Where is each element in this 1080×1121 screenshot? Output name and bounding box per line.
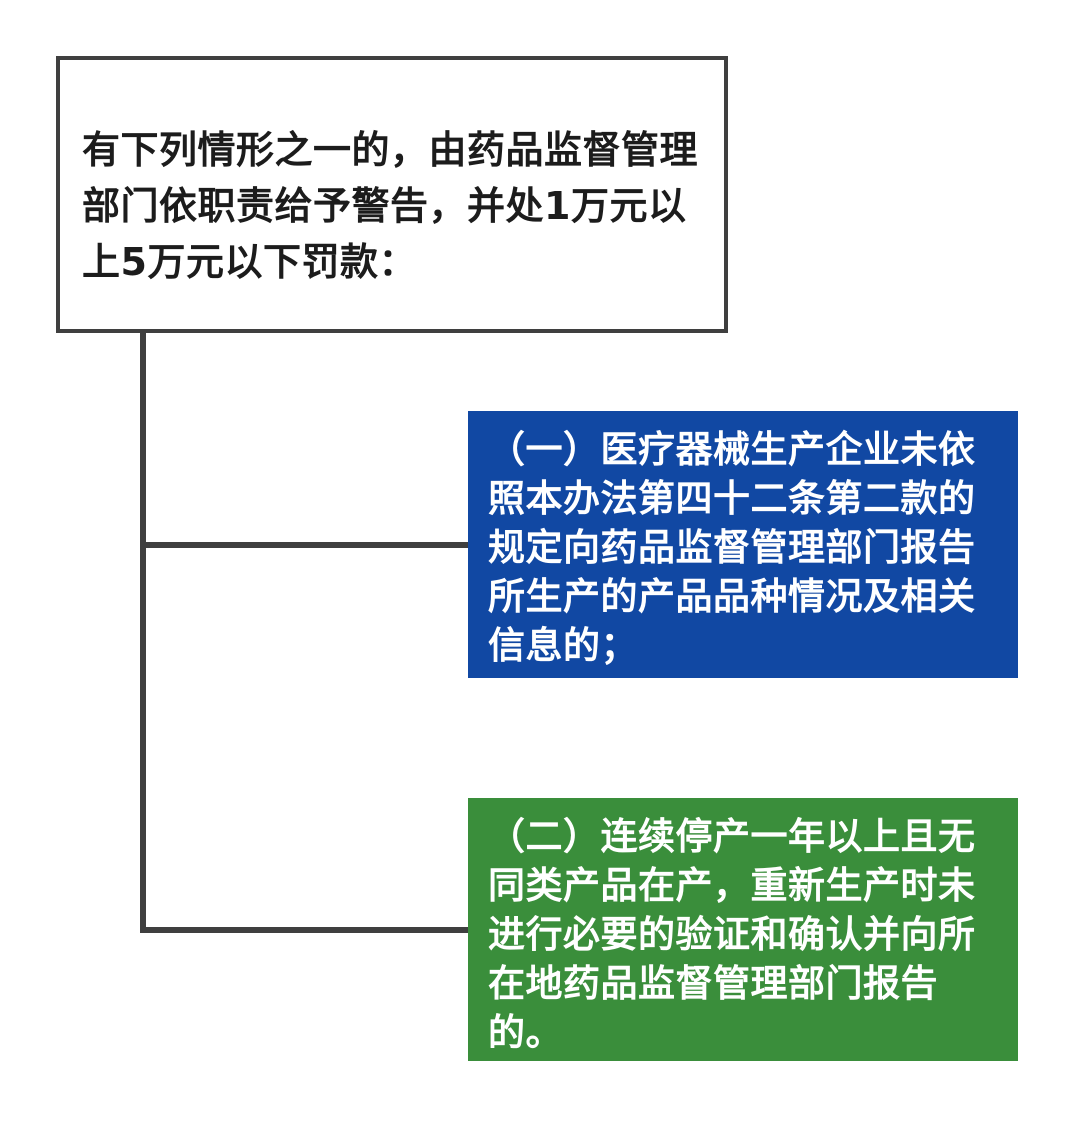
tree-trunk-connector xyxy=(140,329,146,933)
branch-connector-2 xyxy=(140,927,468,933)
branch-connector-1 xyxy=(140,542,468,548)
condition-item-2-box: （二）连续停产一年以上且无同类产品在产，重新生产时未进行必要的验证和确认并向所在… xyxy=(468,798,1018,1061)
root-condition-text: 有下列情形之一的，由药品监督管理部门依职责给予警告，并处1万元以上5万元以下罚款… xyxy=(82,128,699,284)
root-condition-box: 有下列情形之一的，由药品监督管理部门依职责给予警告，并处1万元以上5万元以下罚款… xyxy=(56,56,728,333)
condition-item-1-box: （一）医疗器械生产企业未依照本办法第四十二条第二款的规定向药品监督管理部门报告所… xyxy=(468,411,1018,678)
condition-item-1-text: （一）医疗器械生产企业未依照本办法第四十二条第二款的规定向药品监督管理部门报告所… xyxy=(488,428,976,667)
condition-item-2-text: （二）连续停产一年以上且无同类产品在产，重新生产时未进行必要的验证和确认并向所在… xyxy=(488,815,976,1054)
